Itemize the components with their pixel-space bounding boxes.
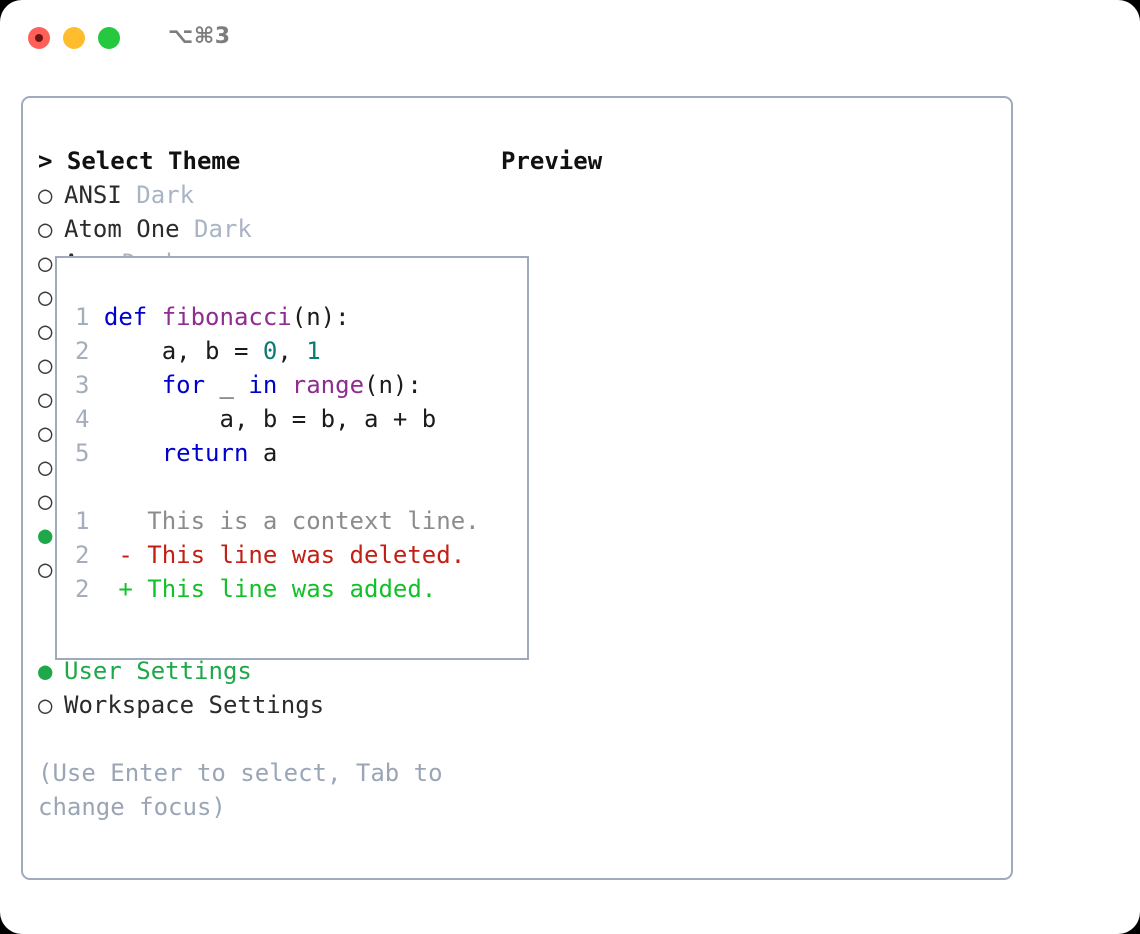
line-number: 2 (75, 575, 104, 603)
radio-unselected-icon: ○ (38, 351, 53, 379)
radio-unselected-icon: ○ (38, 181, 53, 209)
code-token-fn: fibonacci (161, 303, 292, 331)
radio-unselected-icon: ○ (38, 487, 53, 515)
title-bar: ⌥⌘3 (0, 0, 1140, 78)
diff-sample-block: 1 This is a context line.2 - This line w… (75, 504, 521, 606)
code-token-kw: in (248, 371, 278, 399)
label-badge-gap (122, 181, 136, 209)
code-token-fn: range (291, 371, 365, 399)
select-theme-heading: > Select Theme (38, 147, 241, 175)
apply-to-option-workspace-settings[interactable]: ○ Workspace Settings (38, 688, 488, 722)
main-panel: > Select Theme ○ANSI Dark○Atom One Dark○… (21, 96, 1013, 880)
minimize-window-button[interactable] (63, 27, 85, 49)
diff-line: 2 - This line was deleted. (75, 538, 521, 572)
line-number: 2 (75, 337, 104, 365)
code-token-plain: _ (205, 371, 249, 399)
theme-option-ansi[interactable]: ○ ANSI Dark (38, 178, 488, 212)
theme-variant-badge: Dark (136, 181, 195, 209)
code-line: 4 a, b = b, a + b (75, 402, 521, 436)
line-number: 1 (75, 303, 104, 331)
preview-column: Preview (501, 144, 1001, 178)
radio-unselected-icon: ○ (38, 453, 53, 481)
hint-spacer (38, 722, 488, 756)
diff-line: 2 + This line was added. (75, 572, 521, 606)
line-number: 5 (75, 439, 104, 467)
preview-title: Preview (501, 147, 603, 175)
apply-to-option-user-settings[interactable]: ● User Settings (38, 654, 488, 688)
code-token-plain: a (248, 439, 278, 467)
line-number: 1 (75, 507, 104, 535)
keyboard-hint-text: (Use Enter to select, Tab to change focu… (38, 759, 458, 821)
radio-unselected-icon: ○ (38, 691, 53, 719)
line-number: 4 (75, 405, 104, 433)
traffic-light-controls (28, 27, 120, 49)
code-token-plain (277, 371, 291, 399)
theme-option-label: Atom One (64, 215, 180, 243)
theme-variant-badge: Dark (194, 215, 252, 243)
apply-to-list[interactable]: ● User Settings ○ Workspace Settings (38, 654, 488, 722)
radio-unselected-icon: ○ (38, 419, 53, 447)
code-token-plain: a, b = (103, 337, 263, 365)
code-token-plain (104, 371, 162, 399)
diff-line: 1 This is a context line. (75, 504, 521, 538)
line-number: 3 (75, 371, 104, 399)
code-token-kw: for (161, 371, 206, 399)
code-diff-separator (75, 470, 521, 504)
code-line: 3 for _ in range(n): (75, 368, 521, 402)
code-line: 2 a, b = 0, 1 (75, 334, 521, 368)
radio-unselected-icon: ○ (38, 249, 53, 277)
radio-selected-icon: ● (38, 657, 53, 685)
code-token-plain: (n): (364, 371, 422, 399)
code-line: 1 def fibonacci(n): (75, 300, 521, 334)
zoom-window-button[interactable] (98, 27, 120, 49)
code-token-num: 1 (306, 337, 321, 365)
line-number: 2 (75, 541, 104, 569)
code-token-plain: a, b = b, a + b (103, 405, 437, 433)
radio-unselected-icon: ○ (38, 317, 53, 345)
close-window-button[interactable] (28, 27, 50, 49)
code-token-num: 0 (262, 337, 278, 365)
label-badge-gap (180, 215, 194, 243)
code-token-ctx: This is a context line. (103, 507, 480, 535)
code-token-plain: , (277, 337, 307, 365)
radio-selected-icon: ● (38, 521, 53, 549)
radio-unselected-icon: ○ (38, 385, 53, 413)
code-token-del: - This line was deleted. (103, 541, 466, 569)
code-token-add: + This line was added. (103, 575, 437, 603)
radio-unselected-icon: ○ (38, 555, 53, 583)
code-line: 5 return a (75, 436, 521, 470)
theme-option-atom-one[interactable]: ○ Atom One Dark (38, 212, 488, 246)
keyboard-shortcut-label: ⌥⌘3 (168, 24, 231, 49)
radio-unselected-icon: ○ (38, 215, 53, 243)
apply-to-option-label: User Settings (64, 657, 252, 685)
radio-unselected-icon: ○ (38, 283, 53, 311)
apply-to-option-label: Workspace Settings (64, 691, 325, 719)
theme-option-label: ANSI (64, 181, 122, 209)
code-token-plain (104, 439, 162, 467)
code-token-kw: return (161, 439, 249, 467)
code-token-plain: (n): (291, 303, 350, 331)
code-token-kw: def (103, 303, 162, 331)
